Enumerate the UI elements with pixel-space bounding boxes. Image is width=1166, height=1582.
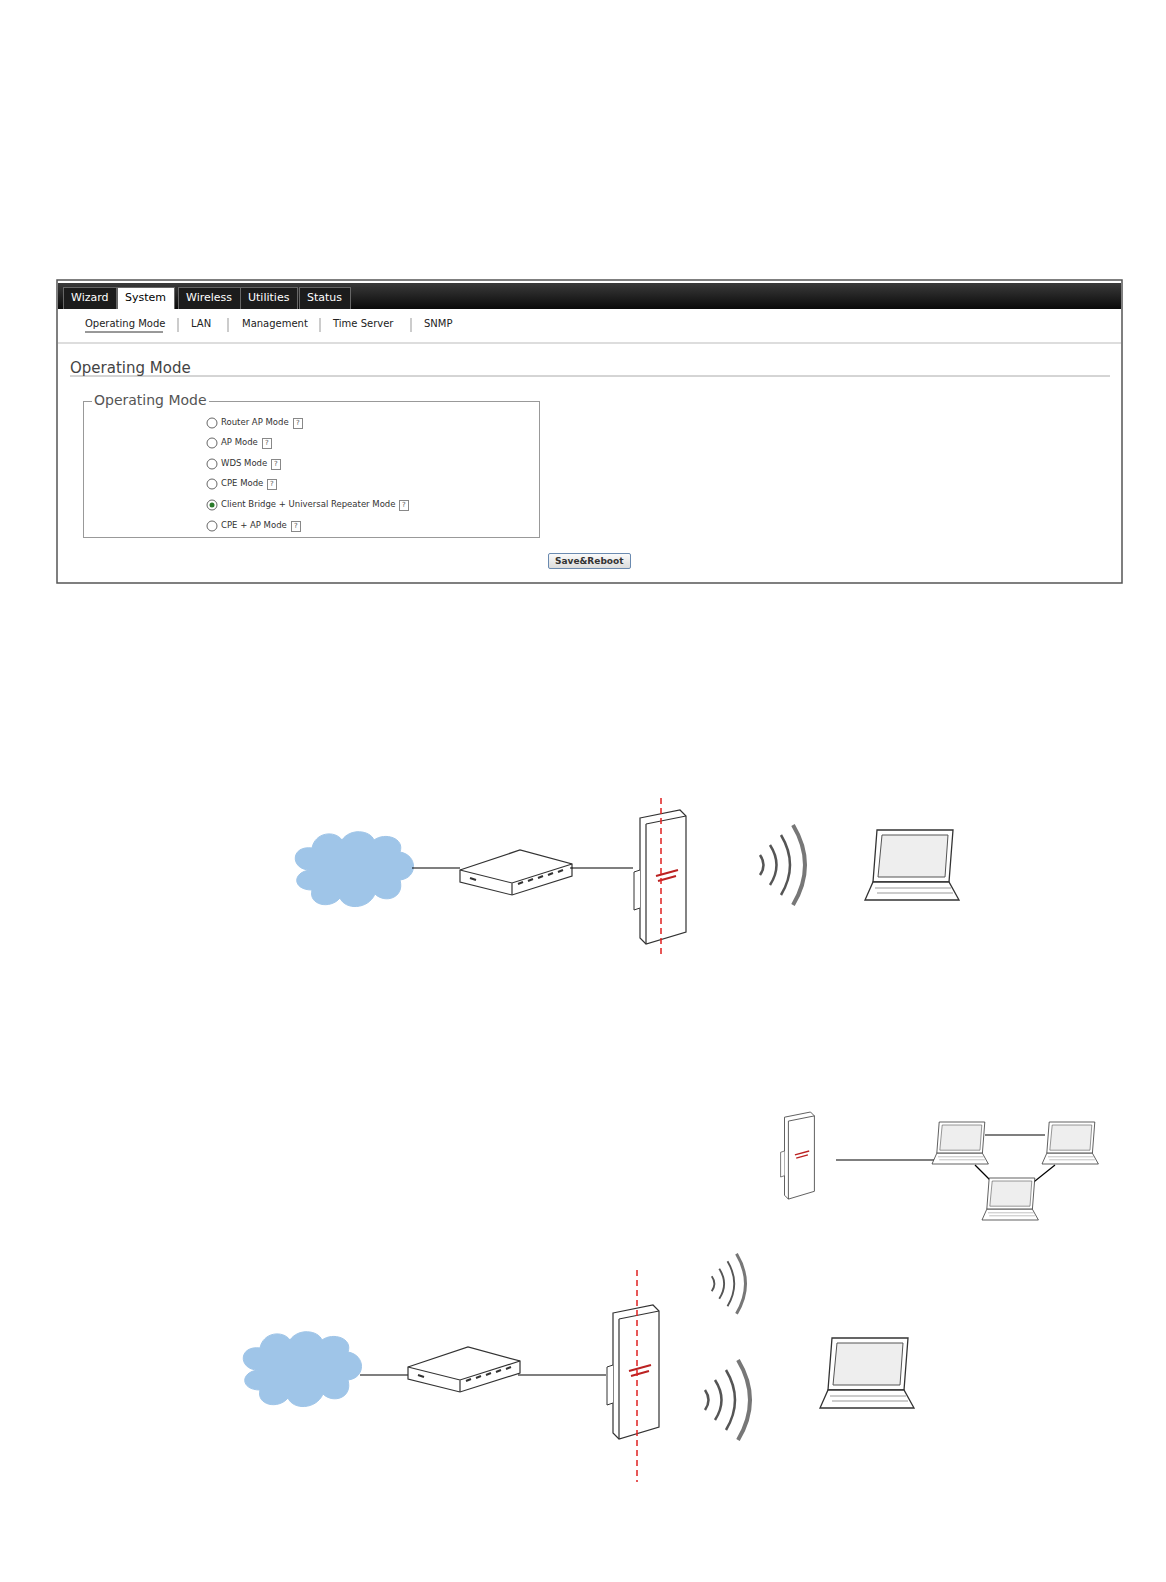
menu-tab: Wireless — [178, 287, 241, 309]
help-icon: ? — [291, 521, 301, 532]
sub-tab: Time Server — [333, 318, 393, 329]
page-heading: Operating Mode — [70, 359, 191, 377]
help-icon: ? — [293, 418, 303, 429]
sub-tab: SNMP — [424, 318, 453, 329]
radio-label: Client Bridge + Universal Repeater Mode — [221, 499, 395, 509]
radio-label: CPE + AP Mode — [221, 520, 287, 530]
help-icon: ? — [271, 459, 281, 470]
radio-label: CPE Mode — [221, 478, 263, 488]
help-icon: ? — [267, 479, 277, 490]
fieldset-box: Operating Mode — [83, 401, 540, 538]
save-button: Save&Reboot — [548, 553, 631, 569]
radio-label: Router AP Mode — [221, 417, 289, 427]
help-icon: ? — [399, 500, 409, 511]
node-text: Save&Reboot — [555, 556, 624, 566]
radio-label: WDS Mode — [221, 458, 267, 468]
radio-label: AP Mode — [221, 437, 258, 447]
node-text: Status — [307, 291, 342, 304]
node-text: Wizard — [71, 291, 109, 304]
menu-tab: Utilities — [240, 287, 298, 309]
menu-tab: System — [117, 287, 175, 309]
sub-tab: LAN — [191, 318, 211, 329]
sub-tab: Management — [242, 318, 308, 329]
sub-tab: Operating Mode — [85, 318, 165, 329]
node-text: Operating Mode — [92, 392, 209, 408]
node-text: System — [125, 291, 166, 304]
node-text: Utilities — [248, 291, 289, 304]
help-icon: ? — [262, 438, 272, 449]
node-text: Wireless — [186, 291, 232, 304]
menu-tab: Status — [299, 287, 351, 309]
menu-tab: Wizard — [63, 287, 117, 309]
